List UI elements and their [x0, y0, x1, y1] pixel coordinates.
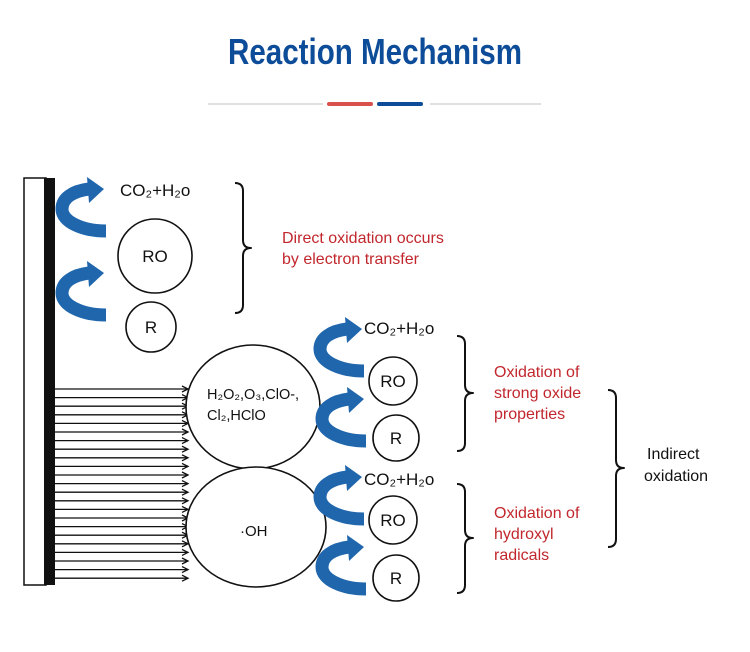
hydroxyl-description-line-1: Oxidation of [494, 505, 580, 522]
page-title: Reaction Mechanism [228, 31, 522, 72]
flux-arrows [55, 385, 190, 582]
flux-arrow [55, 540, 190, 548]
flux-arrow [55, 385, 190, 393]
divider-red-segment [327, 102, 373, 106]
hydroxyl-ro-circle [368, 495, 418, 545]
hydroxyl-ro-label: RO [380, 511, 406, 530]
hydroxyl-ellipse [185, 466, 327, 588]
direct-brace [234, 182, 252, 314]
strong-oxide-ro-label: RO [380, 372, 406, 391]
flux-arrow [55, 462, 190, 470]
flux-arrow [55, 548, 190, 556]
flux-arrow [55, 523, 190, 531]
strong-oxide-description-line-3: properties [494, 406, 565, 423]
divider-blue-segment [377, 102, 423, 106]
hydroxyl-ro-curved-arrow [322, 535, 366, 589]
strong-oxide-description-line-1: Oxidation of [494, 364, 580, 381]
strong-oxide-product-label: CO₂+H₂o [364, 319, 434, 338]
strong-oxide-brace [456, 335, 474, 452]
flux-arrow [55, 497, 190, 505]
direct-r-label: R [145, 318, 157, 337]
electrode [23, 177, 55, 586]
strong-oxide-product-curved-arrow [320, 317, 364, 371]
flux-arrow [55, 402, 190, 410]
flux-arrow [55, 566, 190, 574]
oxidant-formula-line-2: Cl₂,HClO [207, 408, 266, 424]
flux-arrow [55, 454, 190, 462]
direct-ro-label: RO [142, 247, 168, 266]
flux-arrow [55, 471, 190, 479]
hydroxyl-radical-label: ·OH [240, 523, 268, 540]
direct-product-curved-arrow [62, 177, 106, 231]
strong-oxidant-ellipse [185, 344, 321, 470]
flux-arrow [55, 514, 190, 522]
flux-arrow [55, 488, 190, 496]
strong-oxide-r-label: R [390, 429, 402, 448]
flux-arrow [55, 557, 190, 565]
indirect-label-line-2: oxidation [644, 468, 708, 485]
flux-arrow [55, 531, 190, 539]
hydroxyl-r-label: R [390, 569, 402, 588]
flux-arrow [55, 411, 190, 419]
direct-description-line-2: by electron transfer [282, 251, 420, 268]
direct-ro-curved-arrow [62, 261, 106, 315]
strong-oxide-description-line-2: strong oxide [494, 385, 581, 402]
flux-arrow [55, 437, 190, 445]
direct-ro-circle [117, 218, 193, 294]
flux-arrow [55, 574, 190, 582]
flux-arrow [55, 480, 190, 488]
direct-description-line-1: Direct oxidation occurs [282, 230, 444, 247]
indirect-label-line-1: Indirect [647, 446, 700, 463]
indirect-brace [607, 389, 625, 548]
hydroxyl-product-curved-arrow [320, 465, 364, 519]
hydroxyl-brace [456, 483, 474, 594]
strong-oxide-ro-circle [368, 356, 418, 406]
flux-arrow [55, 505, 190, 513]
hydroxyl-product-label: CO₂+H₂o [364, 470, 434, 489]
flux-arrow [55, 419, 190, 427]
flux-arrow [55, 445, 190, 453]
strong-oxide-ro-curved-arrow [322, 387, 366, 441]
direct-product-label: CO₂+H₂o [120, 181, 190, 200]
hydroxyl-description-line-2: hydroxyl [494, 526, 554, 543]
flux-arrow [55, 428, 190, 436]
title-divider [208, 102, 541, 106]
hydroxyl-description-line-3: radicals [494, 547, 549, 564]
oxidant-formula-line-1: H₂O₂,O₃,ClO-, [207, 387, 299, 403]
flux-arrow [55, 394, 190, 402]
direct-r-circle [125, 301, 177, 353]
hydroxyl-r-circle [372, 554, 420, 602]
strong-oxide-r-circle [372, 414, 420, 462]
